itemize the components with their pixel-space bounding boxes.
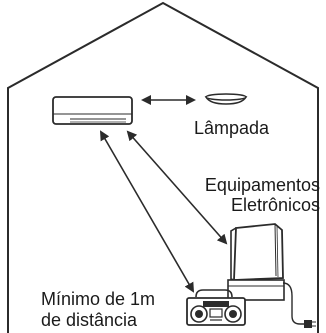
distance-label-line1: Mínimo de 1m	[41, 289, 156, 309]
television-icon	[230, 223, 284, 281]
arrow-ac-radio	[99, 130, 195, 293]
house-outline	[7, 1, 319, 333]
equipment-label-line1: Equipamentos	[204, 175, 320, 195]
equipment-stand	[227, 279, 285, 301]
lamp-label: Lâmpada	[194, 118, 270, 138]
distance-label-line2: de distância	[41, 310, 138, 330]
equipment-label-line2: Eletrônicos	[230, 195, 320, 215]
power-plug-icon	[282, 282, 316, 328]
radio-boombox-icon	[186, 289, 246, 326]
ceiling-lamp-icon	[204, 93, 248, 105]
air-conditioner-icon	[52, 96, 133, 125]
